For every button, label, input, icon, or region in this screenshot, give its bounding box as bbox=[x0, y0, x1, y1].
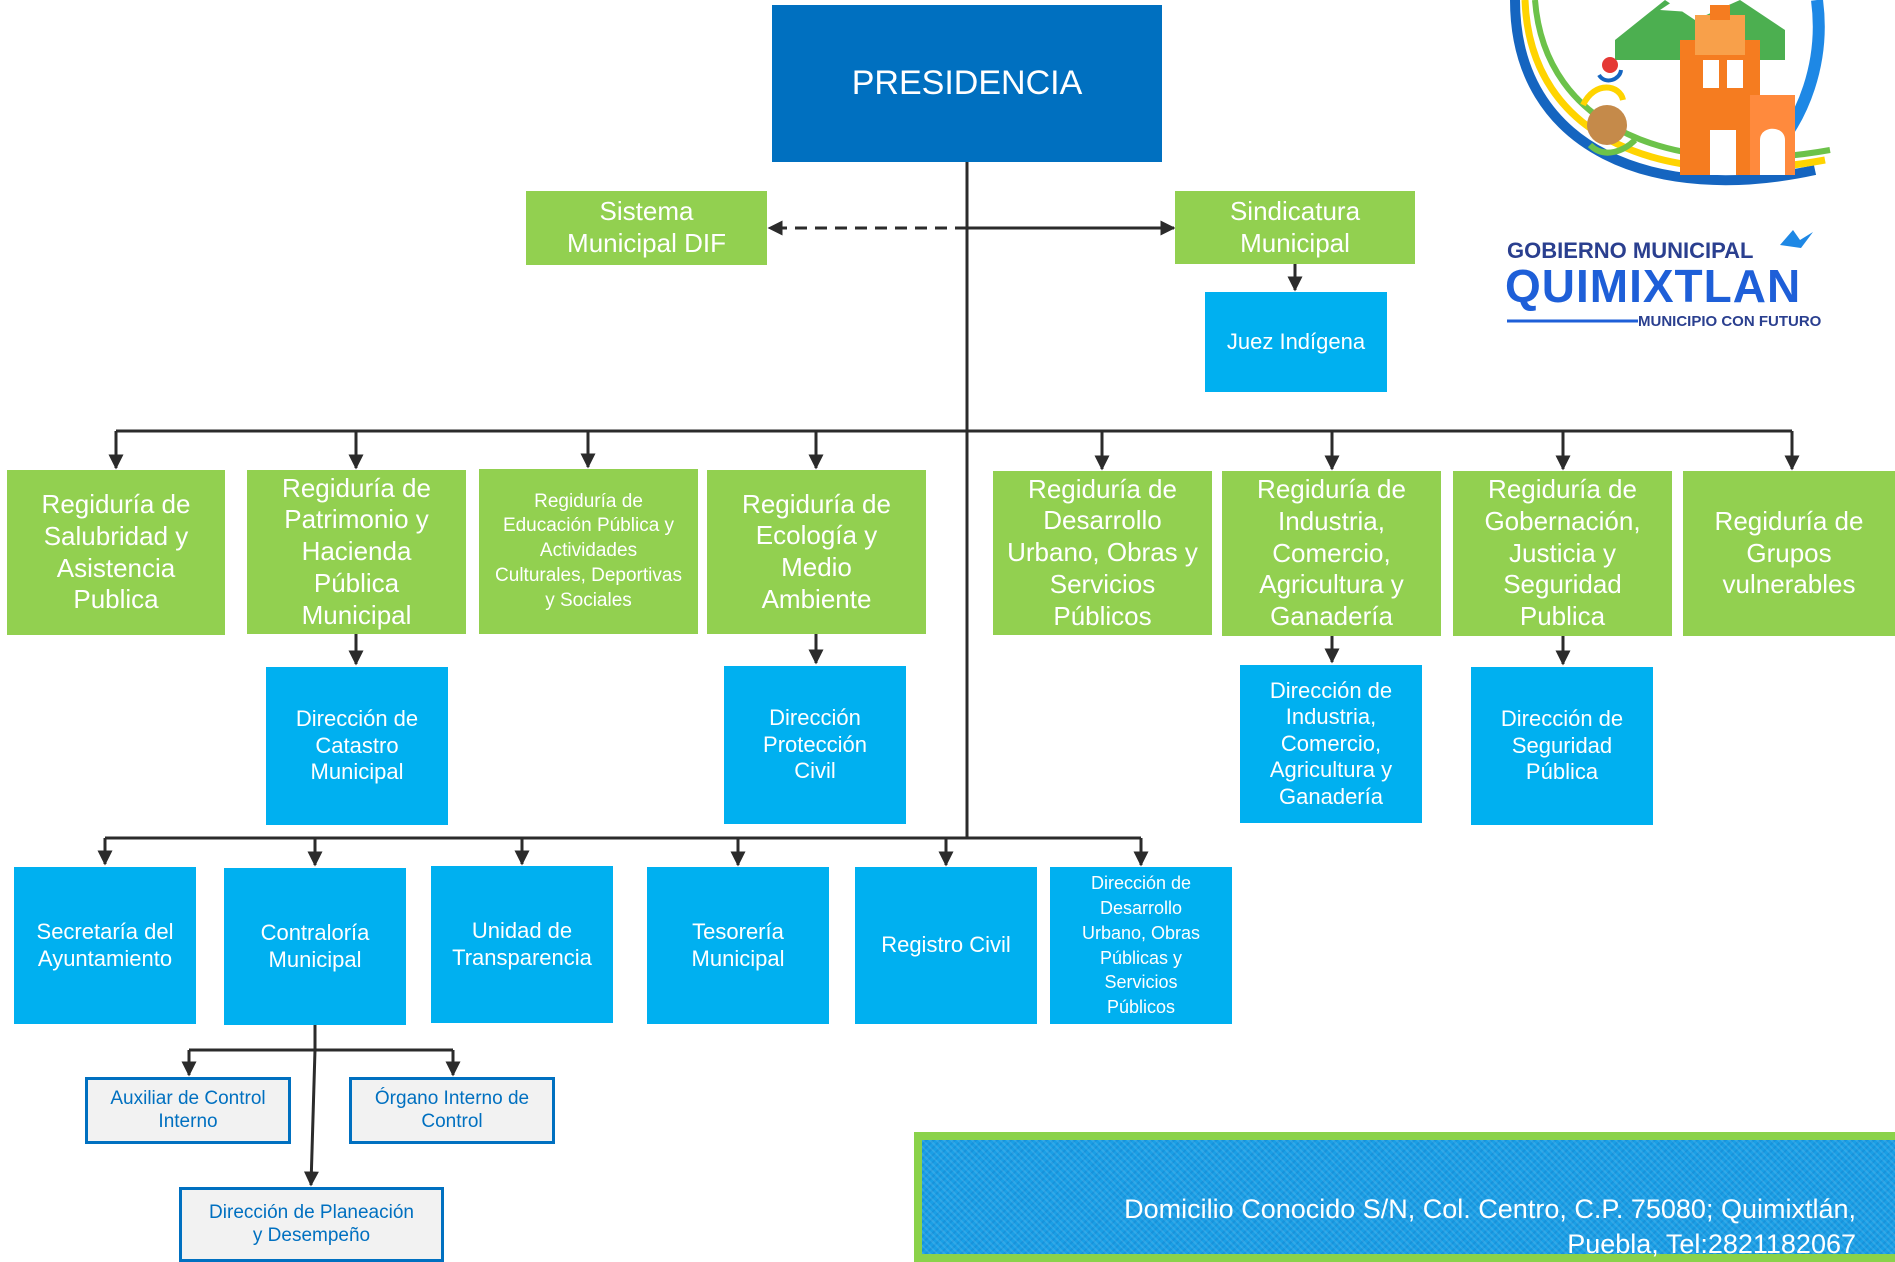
registro-civil-label: Registro Civil bbox=[881, 932, 1011, 958]
dif-label: Sistema Municipal DIF bbox=[567, 196, 726, 258]
regiduria-salubridad-label: Regiduría de Salubridad y Asistencia Pub… bbox=[41, 489, 191, 615]
regiduria-desarrollo-urbano-label: Regiduría de Desarrollo Urbano, Obras y … bbox=[1007, 473, 1198, 631]
presidencia-box: PRESIDENCIA bbox=[772, 5, 1162, 162]
direccion-seguridad-publica: Dirección de Seguridad Pública bbox=[1471, 667, 1653, 825]
contraloria-municipal: Contraloría Municipal bbox=[224, 868, 406, 1025]
address-footer: Domicilio Conocido S/N, Col. Centro, C.P… bbox=[914, 1132, 1895, 1262]
regiduria-gobernacion-label: Regiduría de Gobernación, Justicia y Seg… bbox=[1484, 474, 1641, 632]
direccion-planeacion-label: Dirección de Planeación y Desempeño bbox=[209, 1201, 414, 1246]
regiduria-salubridad: Regiduría de Salubridad y Asistencia Pub… bbox=[7, 470, 225, 635]
secretaria-ayuntamiento: Secretaría del Ayuntamiento bbox=[14, 867, 196, 1024]
logo-line1: GOBIERNO MUNICIPAL bbox=[1507, 238, 1753, 263]
unidad-transparencia: Unidad de Transparencia bbox=[431, 866, 613, 1023]
gobierno-quimixtlan-logo: GOBIERNO MUNICIPAL QUIMIXTLAN MUNICIPIO … bbox=[1495, 0, 1895, 340]
regiduria-ecologia-label: Regiduría de Ecología y Medio Ambiente bbox=[742, 488, 891, 614]
unidad-transparencia-label: Unidad de Transparencia bbox=[452, 918, 592, 970]
presidencia-label: PRESIDENCIA bbox=[851, 64, 1083, 103]
juez-indigena-label: Juez Indígena bbox=[1226, 328, 1366, 354]
regiduria-grupos-vulnerables-label: Regiduría de Grupos vulnerables bbox=[1714, 505, 1864, 600]
regiduria-industria-label: Regiduría de Industria, Comercio, Agricu… bbox=[1257, 474, 1406, 632]
direccion-industria: Dirección de Industria, Comercio, Agricu… bbox=[1240, 665, 1422, 823]
direccion-catastro-label: Dirección de Catastro Municipal bbox=[295, 706, 419, 785]
tesoreria-municipal-label: Tesorería Municipal bbox=[691, 919, 785, 971]
direccion-proteccion-civil: Dirección Protección Civil bbox=[724, 666, 906, 824]
address-line1: Domicilio Conocido S/N, Col. Centro, C.P… bbox=[1124, 1194, 1856, 1224]
direccion-proteccion-civil-label: Dirección Protección Civil bbox=[763, 705, 867, 784]
regiduria-educacion: Regiduría de Educación Pública y Activid… bbox=[479, 469, 698, 634]
direccion-catastro: Dirección de Catastro Municipal bbox=[266, 667, 448, 825]
address-panel: Domicilio Conocido S/N, Col. Centro, C.P… bbox=[922, 1140, 1895, 1259]
address-line2: Puebla, Tel:2821182067 bbox=[1567, 1229, 1856, 1260]
organo-interno-control-label: Órgano Interno de Control bbox=[374, 1087, 530, 1132]
regiduria-patrimonio: Regiduría de Patrimonio y Hacienda Públi… bbox=[247, 470, 466, 634]
registro-civil: Registro Civil bbox=[855, 867, 1037, 1024]
sindicatura-label: Sindicatura Municipal bbox=[1229, 195, 1361, 258]
tesoreria-municipal: Tesorería Municipal bbox=[647, 867, 829, 1024]
secretaria-ayuntamiento-label: Secretaría del Ayuntamiento bbox=[36, 919, 174, 971]
regiduria-grupos-vulnerables: Regiduría de Grupos vulnerables bbox=[1683, 471, 1895, 636]
regiduria-educacion-label: Regiduría de Educación Pública y Activid… bbox=[495, 490, 682, 611]
sindicatura-box: Sindicatura Municipal bbox=[1175, 191, 1415, 264]
logo-emblem-icon: GOBIERNO MUNICIPAL QUIMIXTLAN MUNICIPIO … bbox=[1505, 0, 1831, 330]
logo-line3: MUNICIPIO CON FUTURO bbox=[1638, 313, 1822, 330]
organo-interno-control: Órgano Interno de Control bbox=[349, 1077, 555, 1144]
direccion-planeacion: Dirección de Planeación y Desempeño bbox=[179, 1187, 444, 1262]
regiduria-industria: Regiduría de Industria, Comercio, Agricu… bbox=[1222, 471, 1441, 636]
auxiliar-control-interno: Auxiliar de Control Interno bbox=[85, 1077, 291, 1144]
direccion-desarrollo-urbano: Dirección de Desarrollo Urbano, Obras Pú… bbox=[1050, 867, 1232, 1024]
dif-box: Sistema Municipal DIF bbox=[526, 191, 767, 265]
direccion-seguridad-publica-label: Dirección de Seguridad Pública bbox=[1500, 706, 1624, 785]
regiduria-gobernacion: Regiduría de Gobernación, Justicia y Seg… bbox=[1453, 471, 1672, 636]
regiduria-ecologia: Regiduría de Ecología y Medio Ambiente bbox=[707, 470, 926, 634]
regiduria-patrimonio-label: Regiduría de Patrimonio y Hacienda Públi… bbox=[282, 472, 431, 630]
juez-indigena-box: Juez Indígena bbox=[1205, 292, 1387, 392]
direccion-desarrollo-urbano-label: Dirección de Desarrollo Urbano, Obras Pú… bbox=[1081, 873, 1201, 1018]
logo-line2: QUIMIXTLAN bbox=[1505, 260, 1801, 312]
contraloria-municipal-label: Contraloría Municipal bbox=[260, 920, 370, 972]
regiduria-desarrollo-urbano: Regiduría de Desarrollo Urbano, Obras y … bbox=[993, 471, 1212, 635]
auxiliar-control-interno-label: Auxiliar de Control Interno bbox=[110, 1087, 266, 1132]
direccion-industria-label: Dirección de Industria, Comercio, Agricu… bbox=[1269, 678, 1393, 809]
